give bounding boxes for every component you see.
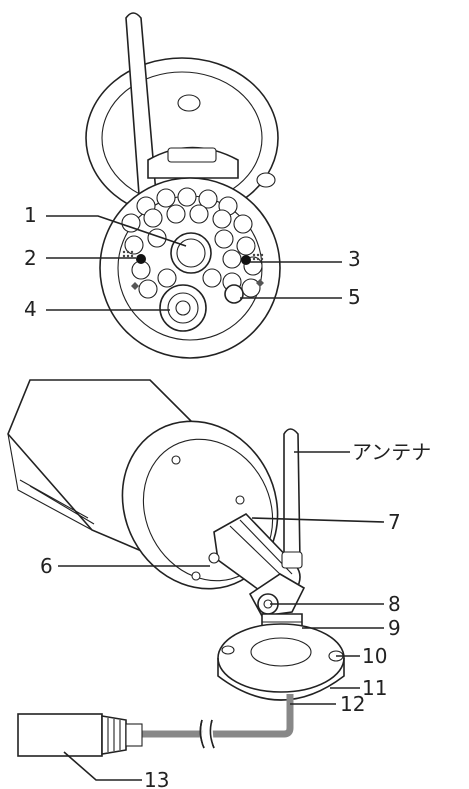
side-base-plate [217,623,345,693]
top-dot-array-right [252,253,264,261]
top-dot-array-left [122,250,134,258]
side-reset-button [208,552,220,564]
top-sensor-right [241,255,251,265]
top-light-sensor [136,254,146,264]
callout-13: 13 [144,768,169,789]
callout-4: 4 [24,297,37,321]
top-sensor-5 [224,284,244,304]
callout-1: 1 [24,203,37,227]
callout-6: 6 [40,554,53,578]
top-mount-hole-side [256,172,276,188]
side-connector-body [17,713,103,757]
side-antenna [283,428,301,563]
top-callout-labels: 1 2 3 4 5 [24,203,361,321]
top-lower-lens [159,284,207,332]
side-leader-lines [58,451,385,781]
top-camera-collar [167,147,217,163]
callout-3: 3 [348,247,361,271]
callout-5: 5 [348,285,361,309]
callout-10: 10 [362,644,387,668]
top-diamond-left [131,282,139,290]
callout-7: 7 [388,510,401,534]
side-base-plate-rim [217,658,345,701]
top-diamond-right [256,279,264,287]
top-mount-hole [177,94,201,112]
side-view-camera [7,379,345,757]
callout-2: 2 [24,246,37,270]
top-leader-lines [46,215,342,311]
callout-antenna: アンテナ [352,440,431,464]
side-camera-bottom-edge [7,433,93,531]
callout-8: 8 [388,592,401,616]
side-callout-labels: アンテナ 6 7 8 9 10 11 12 13 [40,440,431,789]
callout-9: 9 [388,616,401,640]
top-view-camera [85,12,281,359]
side-cable [142,694,294,738]
side-camera-shade [30,379,201,431]
callout-11: 11 [362,676,387,700]
callout-12: 12 [340,692,365,716]
top-ir-led-ring [121,187,263,299]
